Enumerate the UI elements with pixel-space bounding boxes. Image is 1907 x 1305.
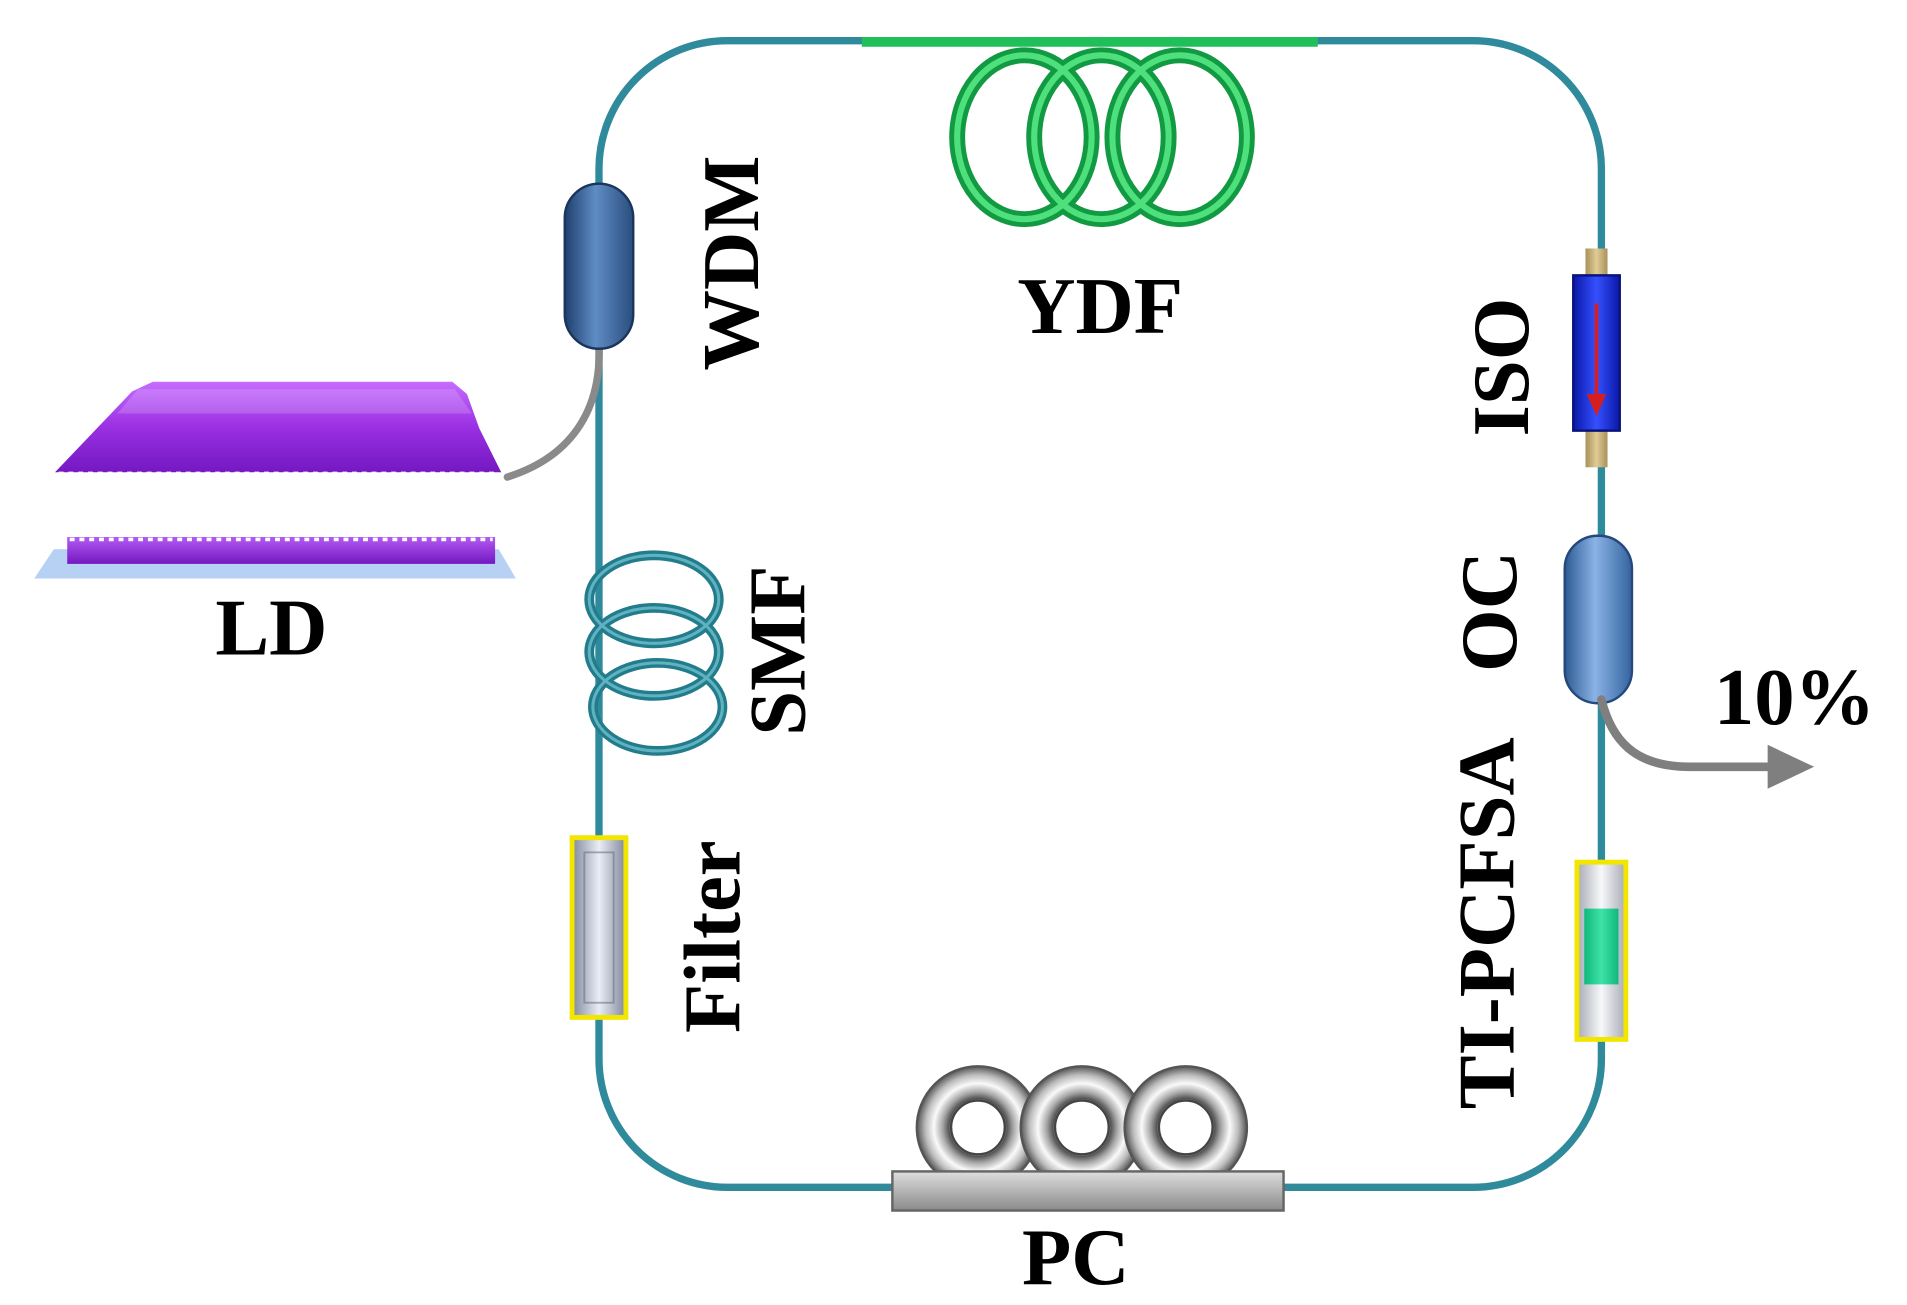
pc-paddle-hole: [949, 1099, 1007, 1156]
output-fiber: [1597, 695, 1777, 772]
filter-element: [569, 835, 629, 1020]
smf-label: SMF: [733, 566, 822, 736]
smf-coil-highlight: [587, 606, 721, 698]
pc-label: PC: [1022, 1213, 1130, 1302]
ydf-label: YDF: [1017, 262, 1183, 351]
ydf-coil-highlight: [1109, 52, 1250, 223]
smf-coil-highlight: [591, 661, 724, 753]
ydf-coil-highlight: [1031, 52, 1172, 223]
pc-polarization-controller: [891, 1065, 1285, 1212]
sa-core: [1584, 908, 1619, 985]
iso-isolator: [1572, 248, 1621, 468]
pc-paddle-hole: [1053, 1099, 1110, 1156]
ydf-gain-fiber: [861, 37, 1318, 228]
iso-label: ISO: [1457, 298, 1546, 437]
iso-direction-arrow-head: [1586, 393, 1607, 416]
ld-pump-diode: [34, 381, 516, 579]
smf-coil-highlight: [587, 553, 721, 645]
filter-label: Filter: [669, 840, 758, 1033]
iso-connector-bottom: [1585, 428, 1608, 468]
iso-connector-top: [1585, 248, 1608, 278]
smf-coils: [584, 550, 728, 756]
wdm-label: WDM: [687, 156, 776, 371]
oc-output-coupler: [1563, 534, 1634, 705]
ydf-coil-highlight: [954, 52, 1095, 223]
output-arrow-head: [1767, 744, 1815, 789]
wdm-coupler: [563, 182, 635, 350]
output-arrow: [1597, 695, 1815, 789]
ld-lower-bar: [67, 536, 496, 564]
pc-base-bar: [891, 1170, 1285, 1212]
output-ratio-label: 10%: [1714, 653, 1875, 742]
ydf-coils: [949, 47, 1255, 228]
ld-upper-slab: [55, 381, 502, 473]
ld-label: LD: [215, 583, 327, 672]
filter-inner-bevel: [583, 851, 615, 1004]
oc-label: OC: [1445, 551, 1534, 672]
sa-label: TI-PCFSA: [1442, 737, 1531, 1109]
ti-pcf-saturable-absorber: [1574, 859, 1629, 1042]
pump-fiber: [503, 341, 603, 481]
ld-upper-slab-top-face: [117, 389, 472, 414]
pc-paddle-hole: [1157, 1099, 1214, 1156]
